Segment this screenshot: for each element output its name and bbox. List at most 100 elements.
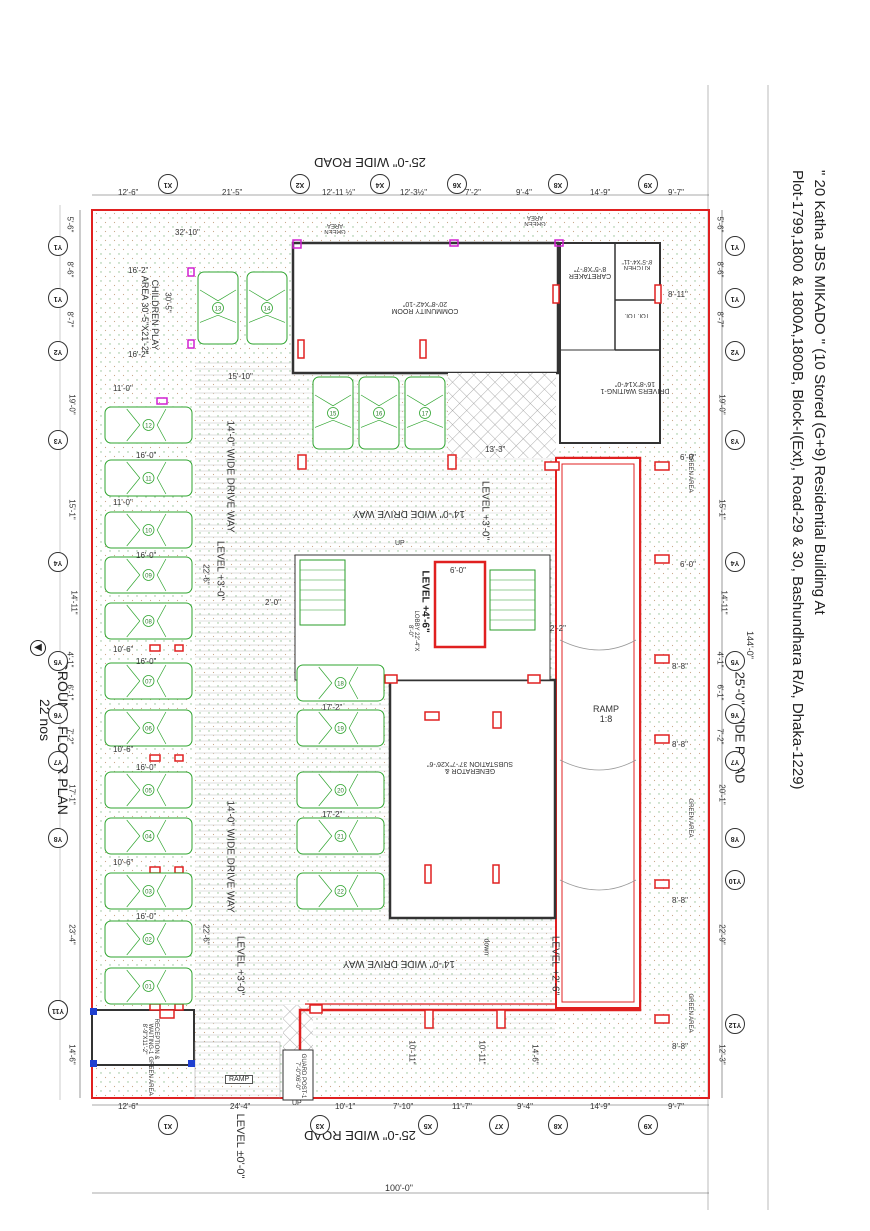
dimension-text: 10'-6" bbox=[113, 745, 134, 754]
grid-bubble: X6 bbox=[447, 174, 467, 194]
dimension-text: 15'-1" bbox=[67, 499, 77, 520]
parking-number: 02 bbox=[145, 938, 152, 944]
drive-way-label-lower: 14'-0" WIDE DRIVE WAY bbox=[224, 800, 236, 913]
dimension-text: 6'-1" bbox=[715, 684, 725, 701]
title-line-2: Plot-1799,1800 & 1800A,1800B, Block-I(Ex… bbox=[789, 170, 806, 790]
dimension-text: 19'-0" bbox=[717, 394, 727, 415]
parking-number: 04 bbox=[145, 835, 152, 841]
up-label: UP bbox=[395, 540, 405, 547]
grid-bubble: X1 bbox=[158, 174, 178, 194]
lobby-label: LOBBY 22'-4"X 8'-0" bbox=[407, 610, 419, 652]
level-label-zero: LEVEL ±0'-0" bbox=[234, 1113, 246, 1179]
dimension-text: 2'-2" bbox=[550, 624, 566, 633]
grid-bubble: Y3 bbox=[725, 430, 745, 450]
guard-post-label: GUARD POST-1 7'-0"X6'-0" bbox=[294, 1053, 306, 1099]
ramp-area bbox=[555, 457, 641, 1009]
dimension-text: 16'-0" bbox=[136, 657, 157, 666]
dimension-text: 16'-2" bbox=[128, 350, 149, 359]
grid-bubble: Y5 bbox=[725, 651, 745, 671]
grid-bubble: Y7 bbox=[48, 751, 68, 771]
drivers-waiting-label: DRIVERS WAITING-1 16'-8"X14'-0" bbox=[600, 380, 670, 394]
ramp-slope-label: RAMP 1:8 bbox=[588, 704, 624, 724]
dimension-text: 19'-0" bbox=[67, 394, 77, 415]
down-label: down bbox=[482, 938, 490, 956]
parking-car: 06 bbox=[104, 709, 193, 747]
structural-columns bbox=[149, 284, 670, 1029]
dimension-lines bbox=[79, 194, 723, 1194]
service-block-wall bbox=[559, 242, 661, 444]
grid-bubble: X5 bbox=[418, 1115, 438, 1135]
grid-bubble: Y6 bbox=[48, 704, 68, 724]
dimension-text: 11'-7" bbox=[452, 1102, 472, 1111]
dimension-text: 12'-6" bbox=[118, 1102, 139, 1111]
grid-bubble: Y1 bbox=[725, 288, 745, 308]
parking-number: 21 bbox=[337, 835, 344, 841]
parking-number: 11 bbox=[145, 477, 152, 483]
dimension-text: 6'-1" bbox=[65, 684, 75, 701]
dimension-text: 21'-5" bbox=[222, 188, 243, 197]
parking-car: 08 bbox=[104, 602, 193, 640]
dimension-text: 8'-8" bbox=[672, 662, 688, 671]
dimension-text: 14'-11" bbox=[69, 590, 79, 615]
generator-room-wall bbox=[388, 678, 557, 920]
caretaker-label: CARETAKER 8'-5"X8'-7" bbox=[568, 265, 612, 279]
guard-post-wall bbox=[282, 1049, 314, 1101]
parking-car: 18 bbox=[296, 664, 385, 702]
dimension-text: 7'-2" bbox=[715, 728, 725, 745]
dimension-text: 12'-3½" bbox=[400, 188, 428, 197]
dimension-text: 14'-6" bbox=[67, 1044, 77, 1065]
community-room-label: COMMUNITY ROOM 20'-8"X42'-10" bbox=[391, 300, 459, 314]
dimension-text: 12'-11 ½" bbox=[322, 188, 356, 197]
dimension-text: 14'-9" bbox=[590, 188, 611, 197]
parking-car: 21 bbox=[296, 817, 385, 855]
dimension-text: 12'-6" bbox=[118, 188, 139, 197]
grid-bubble: X4 bbox=[370, 174, 390, 194]
parking-number: 01 bbox=[145, 985, 152, 991]
dimension-text: 16'-0" bbox=[136, 551, 157, 560]
reception-wall bbox=[91, 1009, 195, 1066]
dimension-text: 8'-6" bbox=[715, 261, 725, 278]
parking-number: 12 bbox=[145, 424, 152, 430]
paving-area bbox=[448, 373, 556, 458]
dimension-text: 10'-6" bbox=[113, 858, 134, 867]
grid-bubble: X1 bbox=[158, 1115, 178, 1135]
level-label-plus3-b: LEVEL +3'-0" bbox=[479, 480, 491, 541]
grid-bubble: Y8 bbox=[725, 828, 745, 848]
compass-icon: ◀ bbox=[30, 640, 46, 656]
dimension-text: 9'-7" bbox=[668, 1102, 684, 1111]
green-area-label: GREEN AREA bbox=[687, 453, 693, 493]
dimension-text: 7'-2" bbox=[65, 728, 75, 745]
dimension-text: 14'-6" bbox=[530, 1044, 540, 1065]
dimension-text: 22'-9" bbox=[717, 924, 727, 945]
grid-bubble: X3 bbox=[310, 1115, 330, 1135]
grid-bubble: X8 bbox=[548, 1115, 568, 1135]
dimension-text: 11'-0" bbox=[113, 498, 133, 507]
lift-shaft bbox=[433, 560, 487, 649]
parking-number: 17 bbox=[422, 412, 429, 418]
dimension-text: 23'-4" bbox=[67, 924, 77, 945]
dimension-text: 4'-1" bbox=[715, 651, 725, 668]
dimension-text: 22'-6" bbox=[201, 924, 211, 945]
title-line-1: " 20 Katha JBS MIKADO " (10 Stored (G+9)… bbox=[811, 170, 828, 615]
green-area-label: GREEN AREA bbox=[524, 214, 546, 226]
dimension-text: 16'-0" bbox=[136, 451, 157, 460]
parking-number: 07 bbox=[145, 680, 152, 686]
dimension-text: 16'-2" bbox=[128, 266, 149, 275]
dimension-text: 22'-6" bbox=[201, 564, 211, 585]
parking-number: 20 bbox=[337, 789, 344, 795]
grid-bubble: X2 bbox=[290, 174, 310, 194]
dimension-text: 8'-7" bbox=[715, 311, 725, 328]
paving-area-small bbox=[283, 1005, 313, 1050]
parking-car: 20 bbox=[296, 771, 385, 809]
parking-number: 06 bbox=[145, 727, 152, 733]
parking-car: 04 bbox=[104, 817, 193, 855]
dimension-text: 6'-0" bbox=[680, 453, 696, 462]
grid-bubble: Y8 bbox=[48, 828, 68, 848]
stair-left bbox=[299, 559, 346, 626]
dimension-text: 10'-6" bbox=[113, 645, 134, 654]
dimension-text: 14'-9" bbox=[590, 1102, 611, 1111]
dimension-text: 2'-0" bbox=[265, 598, 281, 607]
parking-number: 19 bbox=[337, 727, 344, 733]
dimension-text: 15'-10" bbox=[228, 372, 253, 381]
